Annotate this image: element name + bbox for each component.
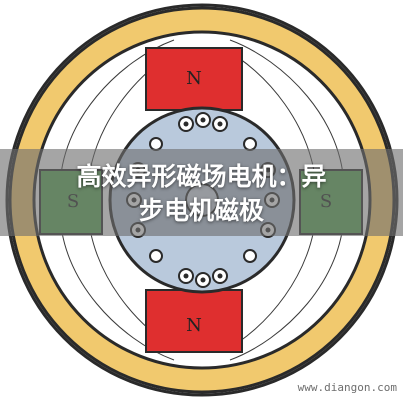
caption-line-2: 步电机磁极 [138,196,264,225]
caption-line-1: 高效异形磁场电机：异 [76,162,327,191]
pole-label-bottom: N [186,315,202,336]
caption-band [0,149,403,236]
caption-title: 高效异形磁场电机：异 步电机磁极 [0,160,403,228]
pole-label-top: N [186,68,202,89]
watermark: www.diangon.com [297,381,397,394]
